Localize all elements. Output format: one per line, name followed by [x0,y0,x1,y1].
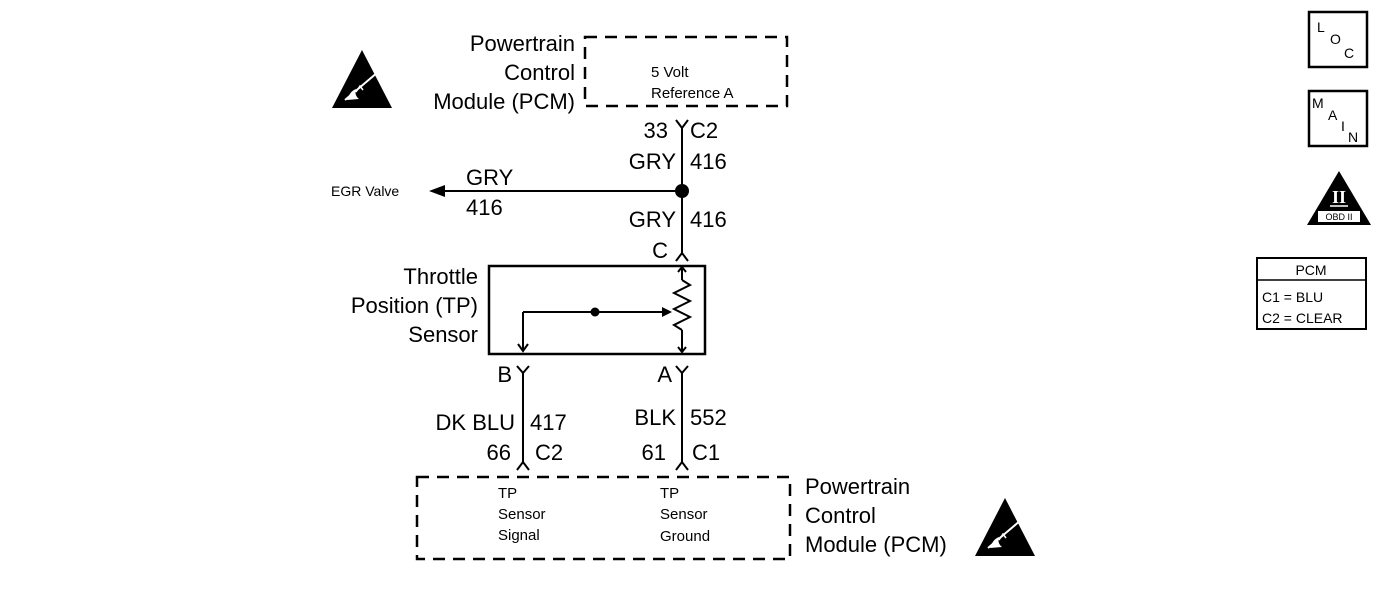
top-pcm-circuit-line-2: Reference A [651,85,734,102]
bottom-pcm-ground-line-1: TP [660,485,679,502]
signal-connector-symbol [516,460,530,471]
pcm-table-row-1: C1 = BLU [1262,289,1323,305]
ground-connector-symbol [675,460,689,471]
top-pcm-label-line-2: Control [504,60,575,85]
ground-wire-color: BLK [634,405,676,430]
tp-feed-wire-color: GRY [629,207,677,232]
egr-arrow-icon [429,185,445,197]
bottom-pcm-label-line-2: Control [805,503,876,528]
bottom-pcm-label-line-1: Powertrain [805,474,910,499]
bottom-pcm-label: Powertrain Control Module (PCM) [805,474,947,557]
ground-wire-pin: 61 [642,440,666,465]
egr-wire-color: GRY [466,165,514,190]
top-wire-color: GRY [629,149,677,174]
obd-symbol: II [1332,187,1346,207]
signal-wire-pin: 66 [487,440,511,465]
bottom-pcm-signal-line-2: Sensor [498,506,546,523]
tp-sensor-label-line-3: Sensor [408,322,478,347]
signal-wire-color: DK BLU [436,410,515,435]
main-letter-2: A [1328,107,1338,123]
tp-terminal-c: C [652,238,668,263]
obd-text: OBD II [1325,212,1352,222]
potentiometer-icon [517,265,693,354]
top-pcm-label-line-3: Module (PCM) [433,89,575,114]
tp-terminal-a: A [657,362,672,387]
loc-letter-1: L [1317,19,1325,35]
esd-warning-icon [332,50,392,108]
signal-wire-circuit: 417 [530,410,567,435]
top-pcm-circuit-line-1: 5 Volt [651,64,689,81]
loc-icon[interactable]: L O C [1307,10,1369,69]
bottom-pcm-ground-line-2: Sensor [660,506,708,523]
main-icon[interactable]: M A I N [1307,89,1369,148]
top-connector-id: C2 [690,118,718,143]
egr-wire-circuit: 416 [466,195,503,220]
tp-sensor-box [487,264,707,356]
pcm-table-row-2: C2 = CLEAR [1262,310,1343,326]
bottom-pcm-signal-line-1: TP [498,485,517,502]
main-letter-3: I [1341,118,1345,134]
terminal-a-symbol [675,365,689,375]
tp-sensor-label-line-1: Throttle [403,264,478,289]
egr-destination: EGR Valve [331,183,399,199]
bottom-pcm-signal-line-3: Signal [498,527,540,544]
pcm-connector-table: PCM C1 = BLU C2 = CLEAR [1256,257,1367,330]
esd-warning-icon [975,498,1035,556]
top-pcm-label-line-1: Powertrain [470,31,575,56]
bottom-pcm-label-line-3: Module (PCM) [805,532,947,557]
top-connector-symbol [675,119,689,130]
terminal-b-symbol [516,365,530,375]
tp-sensor-label-line-2: Position (TP) [351,293,478,318]
top-pcm-box [583,35,789,108]
top-pcm-label: Powertrain Control Module (PCM) [433,31,575,114]
bottom-pcm-box [415,475,792,561]
top-wire-circuit: 416 [690,149,727,174]
top-connector-pin: 33 [644,118,668,143]
loc-letter-2: O [1330,31,1341,47]
loc-letter-3: C [1344,45,1354,61]
tp-sensor-label: Throttle Position (TP) Sensor [351,264,478,347]
ground-wire-circuit: 552 [690,405,727,430]
tp-terminal-b: B [497,362,512,387]
signal-wire-connector: C2 [535,440,563,465]
terminal-c-symbol [675,251,689,262]
tp-feed-wire-circuit: 416 [690,207,727,232]
ground-wire-connector: C1 [692,440,720,465]
pcm-table-header: PCM [1295,262,1326,278]
bottom-pcm-ground-line-3: Ground [660,528,710,545]
obd-ii-icon[interactable]: II OBD II [1307,171,1371,225]
main-letter-1: M [1312,95,1324,111]
main-letter-4: N [1348,129,1358,145]
